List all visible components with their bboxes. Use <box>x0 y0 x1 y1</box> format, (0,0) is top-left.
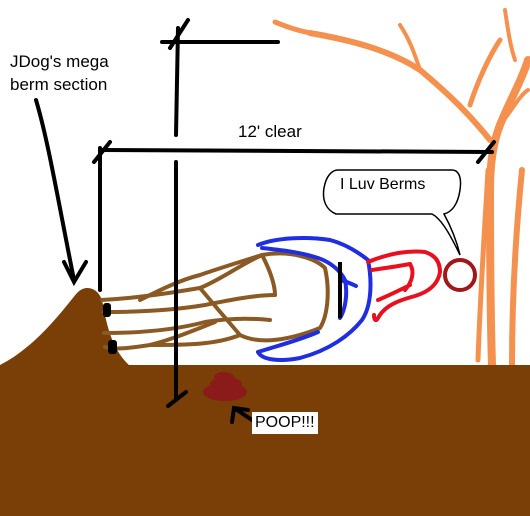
clear-line <box>98 148 494 154</box>
clear-right-arrow <box>476 140 496 164</box>
berm-section-label: JDog's mega berm section <box>10 50 109 96</box>
vertical-line <box>174 26 180 137</box>
top-slash <box>168 18 190 50</box>
hooves <box>103 303 117 354</box>
ground <box>0 288 530 516</box>
berm-label-line1: JDog's mega <box>10 52 109 71</box>
rider-shirt <box>366 249 442 323</box>
poop-label: POOP!!! <box>252 412 318 434</box>
bottom-slash <box>166 390 188 408</box>
helmet <box>443 258 477 292</box>
speech-text: I Luv Berms <box>340 176 426 193</box>
poop-arrow <box>230 405 254 424</box>
clearance-label: 12' clear <box>238 122 302 141</box>
berm-arrow-head <box>62 260 88 287</box>
poop-pile <box>203 372 247 401</box>
berm-arrow-line <box>34 98 76 282</box>
tree <box>272 8 530 369</box>
horse <box>100 251 330 351</box>
berm <box>0 288 130 366</box>
berm-label-line2: berm section <box>10 75 108 94</box>
rider-pants <box>256 235 373 362</box>
measurement-lines <box>34 18 496 424</box>
speech-bubble <box>322 169 462 256</box>
